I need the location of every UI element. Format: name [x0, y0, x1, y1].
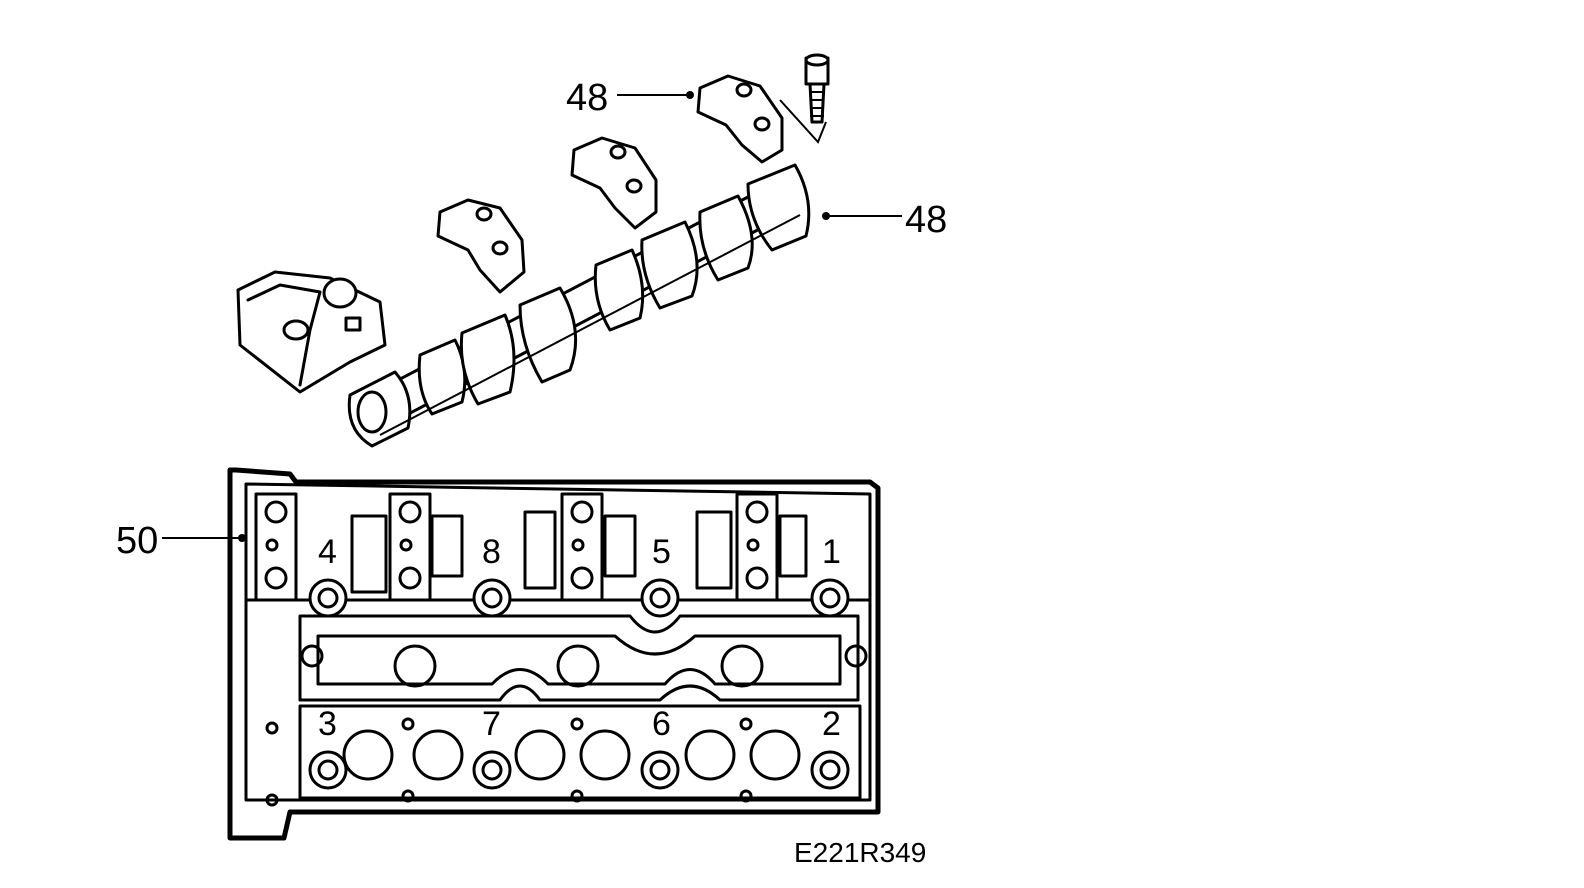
camshaft — [347, 163, 811, 448]
sequence-number: 8 — [482, 533, 501, 571]
cylinder-head — [227, 467, 881, 841]
sequence-number: 5 — [652, 533, 671, 571]
callout-48-cap: 48 — [566, 77, 608, 119]
cap-bolt — [779, 53, 830, 144]
callout-50-head: 50 — [116, 520, 158, 562]
sequence-number: 6 — [652, 705, 671, 743]
sequence-number: 2 — [822, 705, 841, 743]
bearing-cap-small-2 — [570, 136, 658, 230]
front-bearing-cap — [236, 270, 387, 394]
sequence-number: 3 — [318, 705, 337, 743]
sequence-number: 1 — [822, 533, 841, 571]
sequence-number: 4 — [318, 533, 337, 571]
leader-lines — [162, 91, 902, 542]
bearing-cap-small-1 — [436, 198, 526, 294]
bearing-cap-top — [696, 74, 784, 164]
callout-48-camshaft: 48 — [905, 199, 947, 241]
figure-code: E221R349 — [794, 837, 926, 868]
sequence-number: 7 — [482, 705, 501, 743]
